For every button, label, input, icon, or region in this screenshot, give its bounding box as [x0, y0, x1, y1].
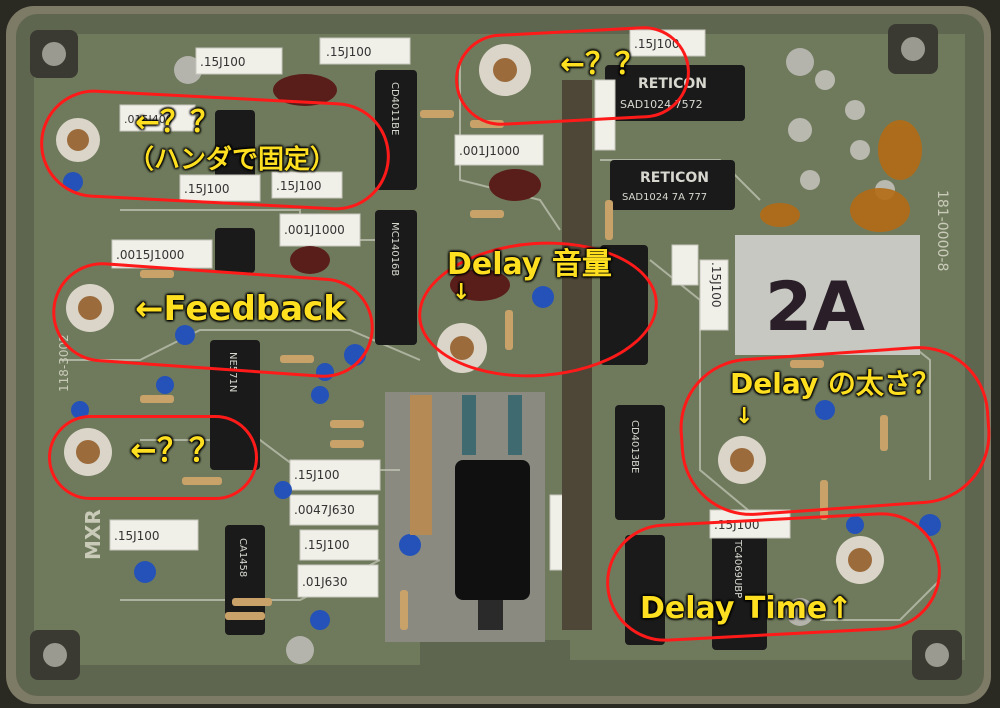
chip-tc4069: TC4069UBP: [732, 539, 743, 598]
film-capacitors: [109, 29, 791, 598]
felt-strip: [562, 80, 592, 630]
ic-chips: [210, 65, 767, 650]
annotation-delay-volume-arrow: ↓: [452, 280, 471, 305]
cap-label: .015J400: [124, 113, 173, 126]
cap-label: .15J100: [304, 538, 350, 552]
edge-code: 181-0000-8: [934, 190, 950, 271]
annotation-delay-volume: Delay 音量: [447, 247, 612, 282]
cap-label: .15J100: [709, 262, 723, 308]
marker-label-plate: [735, 235, 920, 355]
cap-label: .15J100: [184, 182, 230, 196]
cap-label: .15J100: [200, 55, 246, 69]
chip-ca1458: CA1458: [237, 538, 248, 577]
reticon-logo-1: RETICON: [638, 76, 707, 92]
reticon-logo-2: RETICON: [640, 170, 709, 186]
chip-markings: RETICON SAD1024 7572 RETICON SAD1024 7A …: [227, 76, 743, 598]
chip-cd4011: CD4011BE: [389, 82, 400, 135]
cap-label: .15J100: [634, 37, 680, 51]
marker-label: 2A: [765, 268, 865, 347]
board-code: 118-3002: [57, 334, 71, 392]
annotation-top-center-unknown: ←？？: [560, 47, 646, 82]
cap-label: .15J100: [294, 468, 340, 482]
annotation-feedback: ←Feedback: [135, 289, 346, 329]
cap-label: .001J1000: [284, 223, 345, 237]
cap-label: .15J100: [326, 45, 372, 59]
annotation-outline-bottom-left: [48, 415, 258, 500]
reticon-part-2: SAD1024 7A 777: [622, 192, 707, 203]
annotation-top-left-unknown: ←？？: [135, 105, 221, 140]
cap-label: .001J1000: [459, 144, 520, 158]
brand-mark: MXR: [81, 509, 105, 560]
cap-label: .15J100: [714, 518, 760, 532]
cap-label: .15J100: [114, 529, 160, 543]
resistor-column: [410, 395, 432, 535]
blue-capacitors: [63, 172, 941, 630]
cap-label: .0047J630: [294, 503, 355, 517]
cap-label: .15J100: [276, 179, 322, 193]
cap-label: .0015J1000: [116, 248, 184, 262]
annotation-delay-time: Delay Time↑: [640, 591, 853, 626]
cap-label: .01J630: [302, 575, 348, 589]
annotation-solder-note: （ハンダで固定）: [128, 145, 337, 175]
annotation-delay-thickness: Delay の太さ？: [730, 367, 940, 400]
chip-ne571: NE571N: [227, 352, 238, 392]
annotation-delay-thickness-arrow: ↓: [735, 404, 754, 429]
footswitch: [455, 395, 530, 630]
screws: [30, 24, 962, 680]
capacitor-markings: .15J100 .15J100 .15J100 .015J400 .001J10…: [114, 37, 760, 589]
reticon-part-1: SAD1024 7572: [620, 98, 703, 111]
chip-mc14016: MC14016B: [389, 222, 400, 276]
brown-capacitors: [273, 74, 541, 301]
chip-cd4013: CD4013BE: [629, 420, 640, 473]
annotation-bottom-left-unknown: ←？？: [130, 431, 221, 469]
